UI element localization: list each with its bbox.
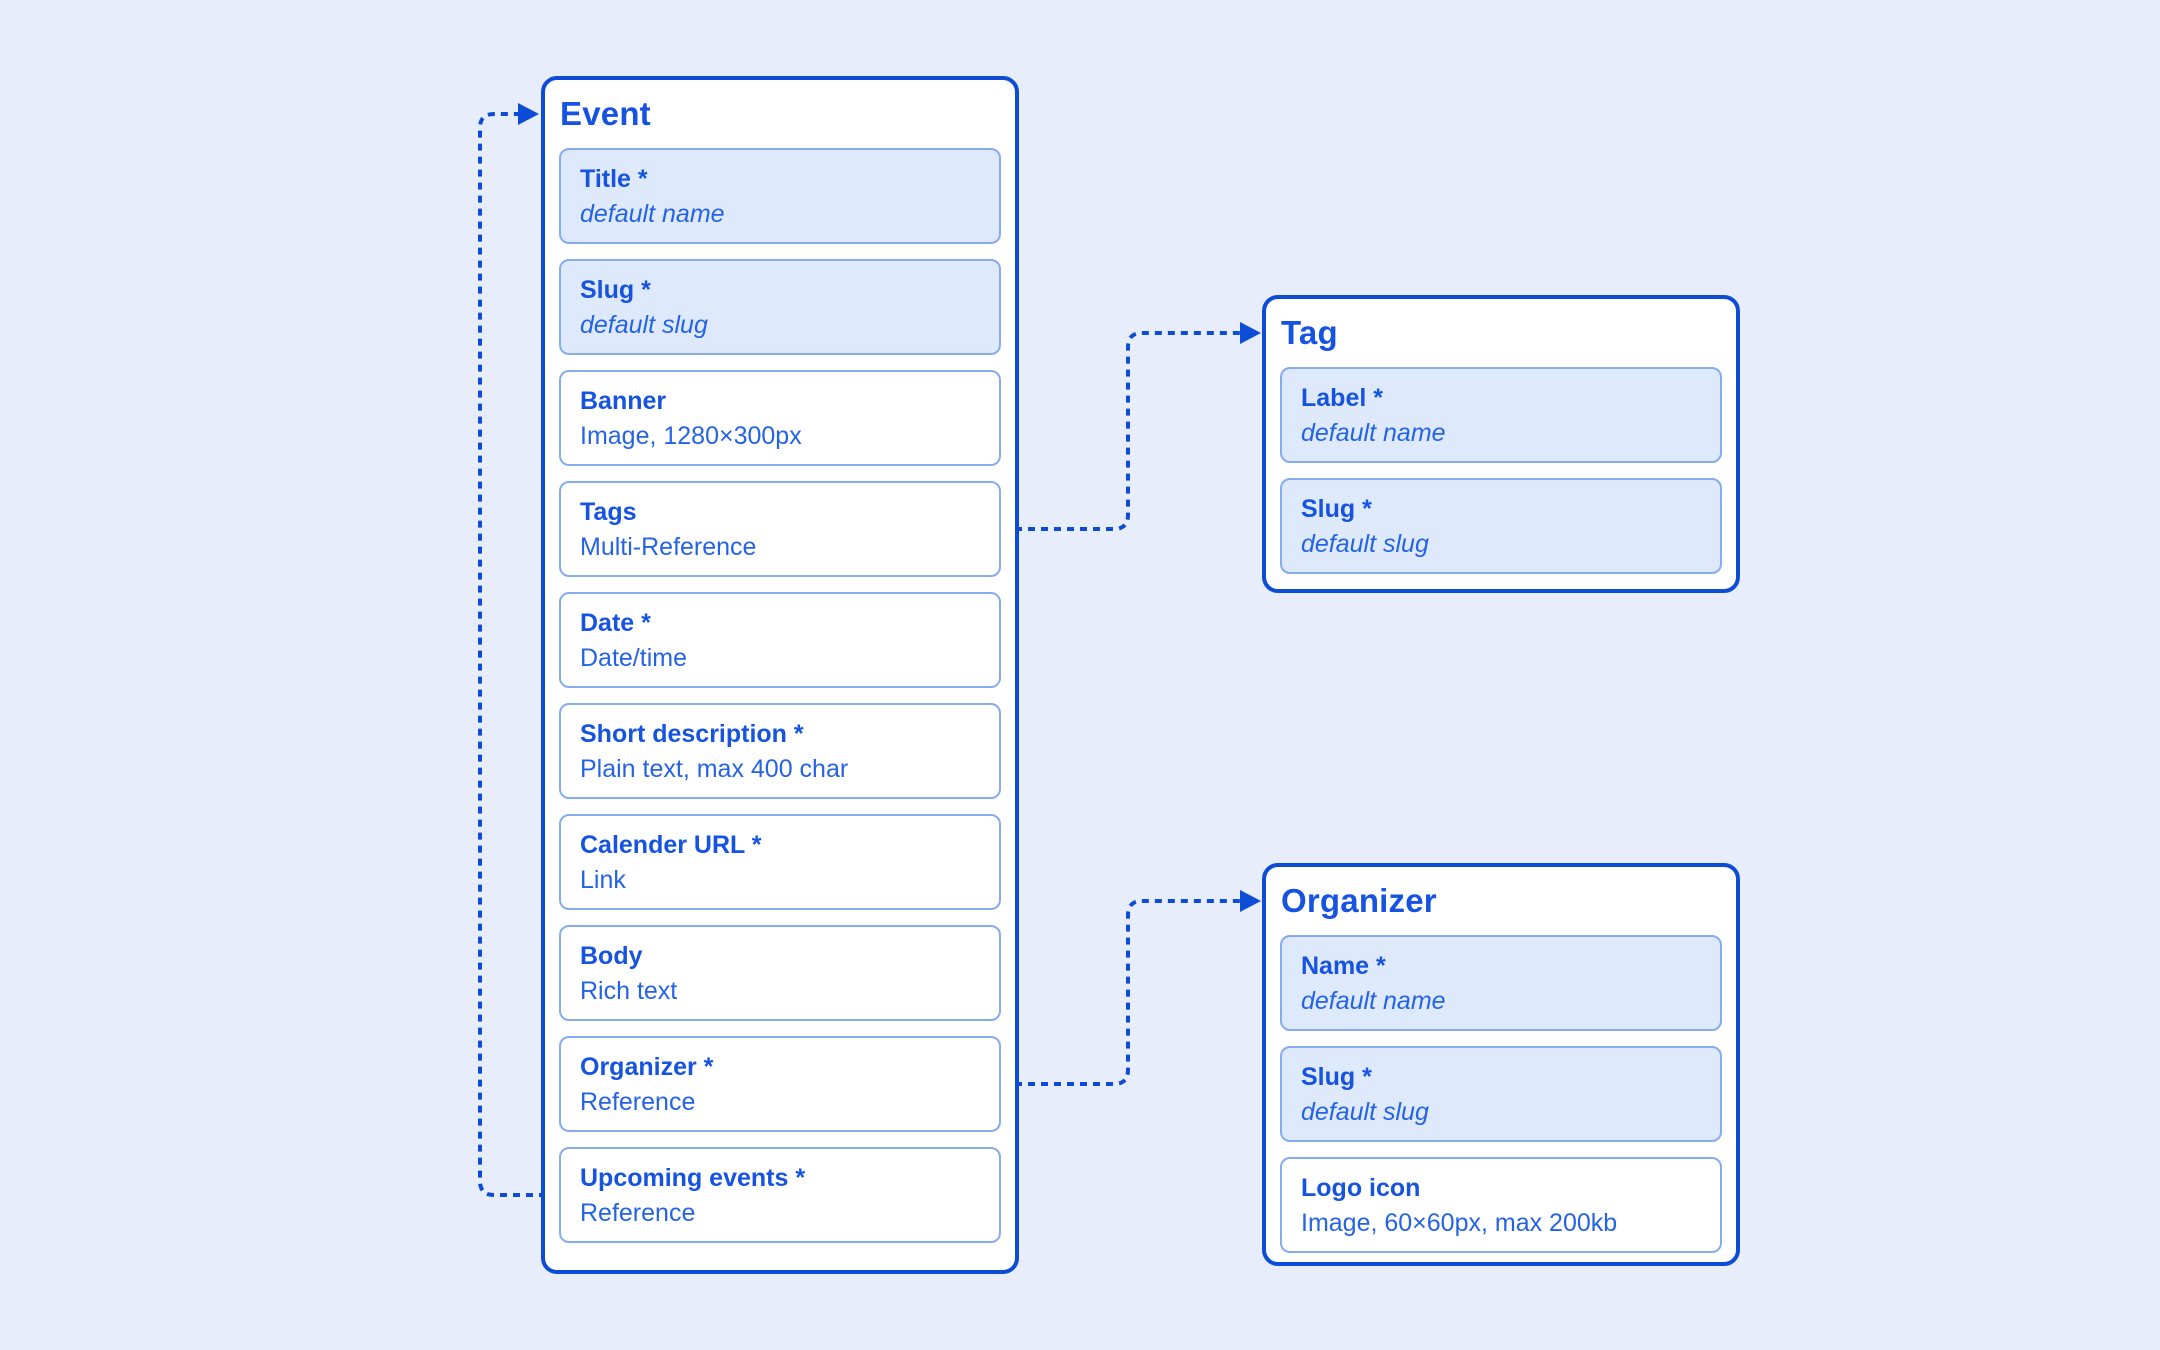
field-row-slug: Slug * default slug: [1280, 478, 1722, 574]
field-label: Organizer *: [580, 1052, 714, 1081]
field-value: Date/time: [580, 643, 687, 672]
field-value: Reference: [580, 1198, 696, 1227]
field-row-short-description: Short description * Plain text, max 400 c…: [559, 703, 1001, 799]
field-label: Slug *: [1301, 1062, 1372, 1091]
field-row-date: Date * Date/time: [559, 592, 1001, 688]
field-value: default name: [580, 199, 725, 228]
field-value: default slug: [580, 310, 708, 339]
field-value: default name: [1301, 418, 1446, 447]
field-value: Multi-Reference: [580, 532, 757, 561]
field-value: default slug: [1301, 1097, 1429, 1126]
field-label: Calender URL *: [580, 830, 762, 859]
connector-upcoming-events-arrowhead-icon: [518, 103, 539, 125]
field-value: default name: [1301, 986, 1446, 1015]
field-label: Title *: [580, 164, 648, 193]
field-label: Name *: [1301, 951, 1386, 980]
field-label: Body: [580, 941, 643, 970]
field-row-calender-url: Calender URL * Link: [559, 814, 1001, 910]
field-value: Link: [580, 865, 626, 894]
field-label: Tags: [580, 497, 637, 526]
field-row-slug: Slug * default slug: [559, 259, 1001, 355]
connector-tags-to-tag: [991, 322, 1261, 540]
field-label: Banner: [580, 386, 667, 415]
field-label: Date *: [580, 608, 651, 637]
field-value: Image, 1280×300px: [580, 421, 802, 450]
field-value: Reference: [580, 1087, 696, 1116]
connector-upcoming-events-path: [478, 112, 559, 1197]
field-label: Slug *: [1301, 494, 1372, 523]
field-row-title: Title * default name: [559, 148, 1001, 244]
entity-title-tag: Tag: [1281, 314, 1338, 351]
field-value: Plain text, max 400 char: [580, 754, 849, 783]
field-label: Label *: [1301, 383, 1383, 412]
field-row-upcoming-events: Upcoming events * Reference: [559, 1147, 1001, 1243]
field-row-slug: Slug * default slug: [1280, 1046, 1722, 1142]
field-value: Image, 60×60px, max 200kb: [1301, 1208, 1618, 1237]
entity-title-event: Event: [560, 95, 651, 132]
field-label: Short description *: [580, 719, 804, 748]
field-row-name: Name * default name: [1280, 935, 1722, 1031]
entity-title-organizer: Organizer: [1281, 882, 1437, 919]
field-label: Slug *: [580, 275, 651, 304]
field-value: Rich text: [580, 976, 678, 1005]
field-label: Upcoming events *: [580, 1163, 806, 1192]
connector-organizer-arrowhead-icon: [1240, 890, 1261, 912]
connector-tags-path: [1002, 331, 1240, 531]
field-value: default slug: [1301, 529, 1429, 558]
field-row-organizer: Organizer * Reference: [559, 1036, 1001, 1132]
connector-organizer-path: [1002, 899, 1240, 1086]
field-row-label: Label * default name: [1280, 367, 1722, 463]
field-label: Logo icon: [1301, 1173, 1421, 1202]
connector-organizer-to-organizer: [991, 890, 1261, 1095]
connector-tags-arrowhead-icon: [1240, 322, 1261, 344]
